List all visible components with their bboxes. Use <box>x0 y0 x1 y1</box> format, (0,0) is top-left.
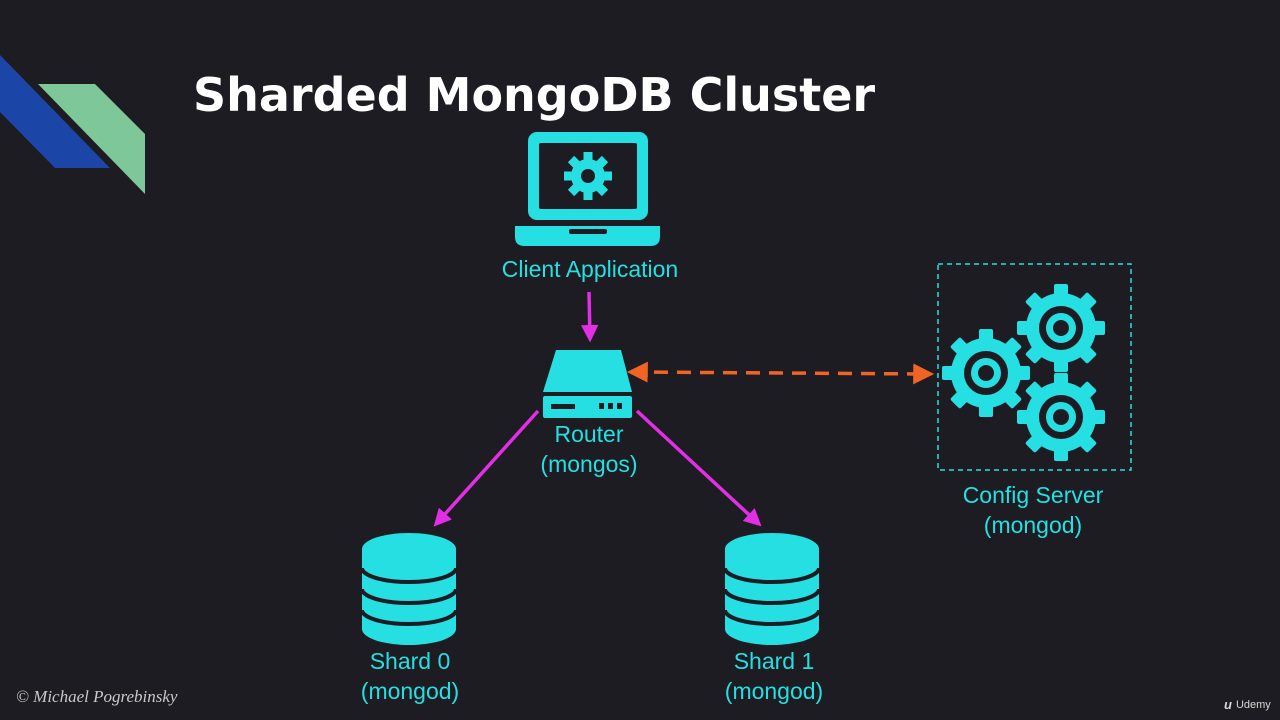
config-label-name: Config Server <box>962 482 1104 508</box>
shard1-database-icon <box>723 533 821 645</box>
shard1-label: Shard 1 (mongod) <box>709 646 839 706</box>
router-label-name: Router <box>554 421 624 447</box>
config-label-type: (mongod) <box>983 512 1083 538</box>
shard0-label-type: (mongod) <box>360 678 460 704</box>
shard0-label: Shard 0 (mongod) <box>345 646 475 706</box>
router-label: Router (mongos) <box>519 419 659 479</box>
shard0-label-name: Shard 0 <box>369 648 451 674</box>
router-to-shard0-arrow <box>433 409 540 527</box>
shard1-label-type: (mongod) <box>724 678 824 704</box>
client-label-name: Client Application <box>501 256 679 282</box>
client-to-router-arrow <box>580 291 599 343</box>
config-label: Config Server (mongod) <box>943 480 1123 540</box>
copyright-text: © Michael Pogrebinsky <box>16 687 178 706</box>
shard1-label-name: Shard 1 <box>733 648 815 674</box>
brand-watermark: u Udemy <box>1224 697 1271 712</box>
brand-name: Udemy <box>1235 698 1271 711</box>
router-to-shard1-arrow <box>635 409 762 527</box>
router-config-link <box>626 361 935 385</box>
gears-icon <box>942 284 1105 461</box>
laptop-gear-icon <box>515 132 660 246</box>
router-icon <box>543 350 632 418</box>
client-label: Client Application <box>488 254 692 284</box>
slide-title: Sharded MongoDB Cluster <box>193 68 876 122</box>
udemy-logo-icon: u <box>1224 697 1232 712</box>
shard0-database-icon <box>360 533 458 645</box>
config-server-box <box>937 263 1132 471</box>
corner-accent <box>0 55 145 194</box>
router-label-type: (mongos) <box>540 451 638 477</box>
